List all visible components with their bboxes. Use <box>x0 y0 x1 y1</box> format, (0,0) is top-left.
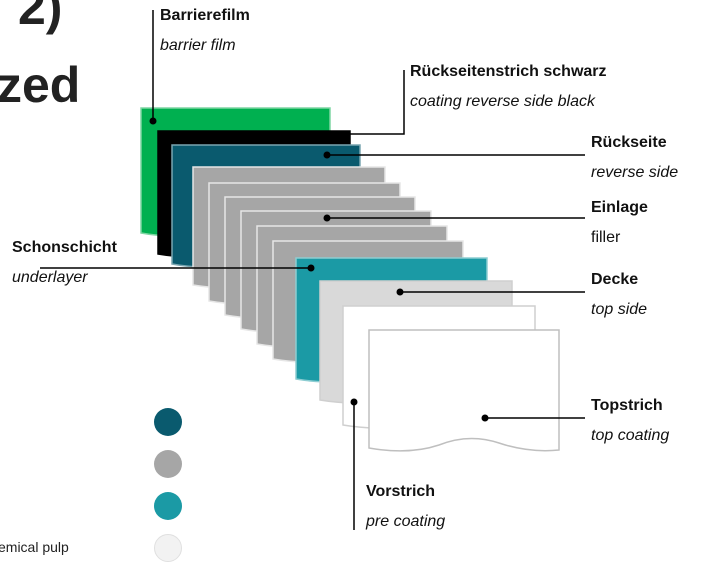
legend-swatch <box>154 534 182 562</box>
label-coating-black: Rückseitenstrich schwarz coating reverse… <box>410 62 607 112</box>
callout-dot <box>149 117 157 125</box>
callout-dot <box>350 398 358 406</box>
label-de: Rückseite <box>591 134 667 151</box>
label-en: top coating <box>591 427 670 444</box>
heading-fragment-top: 2) <box>18 0 63 35</box>
label-en: barrier film <box>160 37 236 54</box>
heading-fragment: zed <box>0 57 81 113</box>
label-en: underlayer <box>12 269 88 286</box>
label-en: pre coating <box>366 513 446 530</box>
label-de: Topstrich <box>591 397 663 414</box>
label-top-side: Decke top side <box>591 270 647 320</box>
legend-swatch <box>154 492 182 520</box>
callout-line-coating-black <box>345 70 405 135</box>
callout-dot <box>396 288 404 296</box>
label-reverse-side: Rückseite reverse side <box>591 133 678 183</box>
label-en: filler <box>591 229 621 246</box>
legend-label: emical pulp <box>0 539 69 555</box>
label-de: Vorstrich <box>366 483 436 500</box>
label-de: Barrierefilm <box>160 7 250 24</box>
label-en: coating reverse side black <box>410 93 595 110</box>
label-de: Schonschicht <box>12 239 117 256</box>
label-en: reverse side <box>591 164 679 181</box>
label-de: Decke <box>591 271 639 288</box>
layer-top-coating <box>368 329 560 452</box>
callout-dot <box>307 264 315 272</box>
legend-swatch <box>154 450 182 478</box>
label-underlayer: Schonschicht underlayer <box>12 238 117 288</box>
callout-lines <box>40 10 585 530</box>
callout-dot <box>341 130 349 138</box>
legend-swatch <box>154 408 182 436</box>
callout-dots <box>149 117 489 422</box>
label-top-coating: Topstrich top coating <box>591 396 669 446</box>
label-de: Einlage <box>591 199 648 216</box>
label-filler: Einlage filler <box>591 198 648 248</box>
callout-dot <box>323 151 331 159</box>
label-pre-coating: Vorstrich pre coating <box>366 482 445 532</box>
label-en: top side <box>591 301 648 318</box>
callout-dot <box>481 414 489 422</box>
callout-dot <box>323 214 331 222</box>
label-barrier-film: Barrierefilm barrier film <box>160 6 250 56</box>
label-de: Rückseitenstrich schwarz <box>410 63 607 80</box>
